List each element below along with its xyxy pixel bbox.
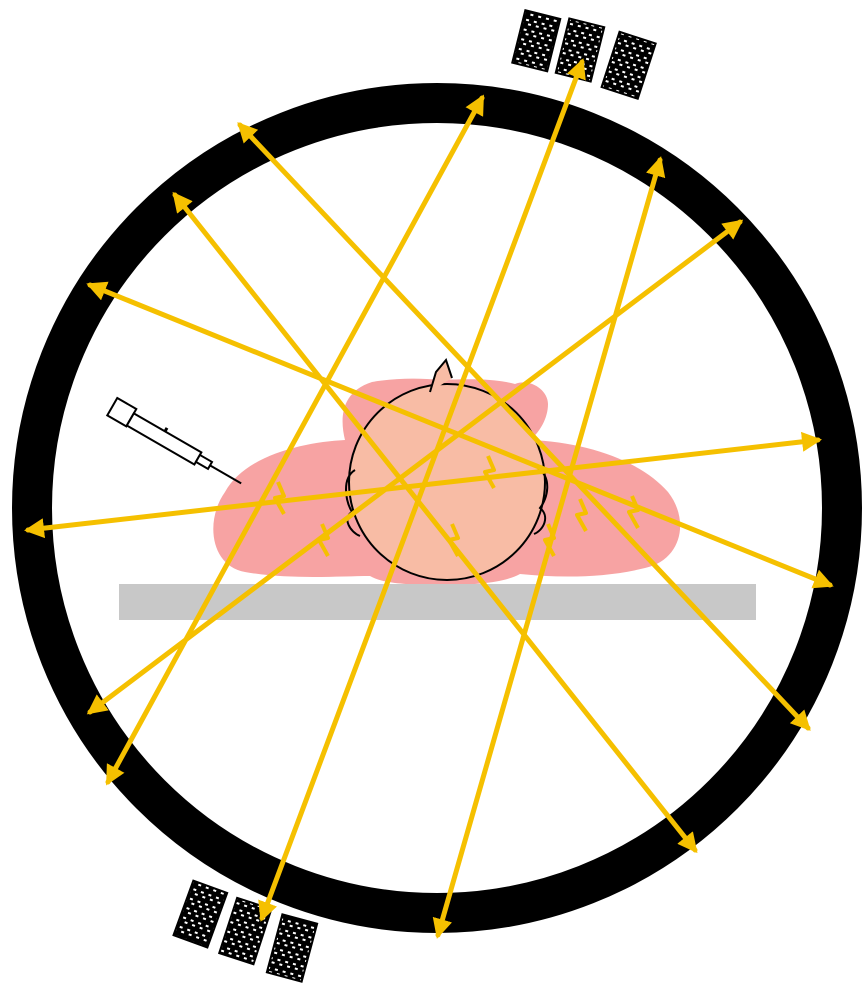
injection-syringe — [107, 398, 247, 490]
detector-module-top — [512, 10, 655, 98]
gamma-ray-line — [90, 222, 740, 712]
